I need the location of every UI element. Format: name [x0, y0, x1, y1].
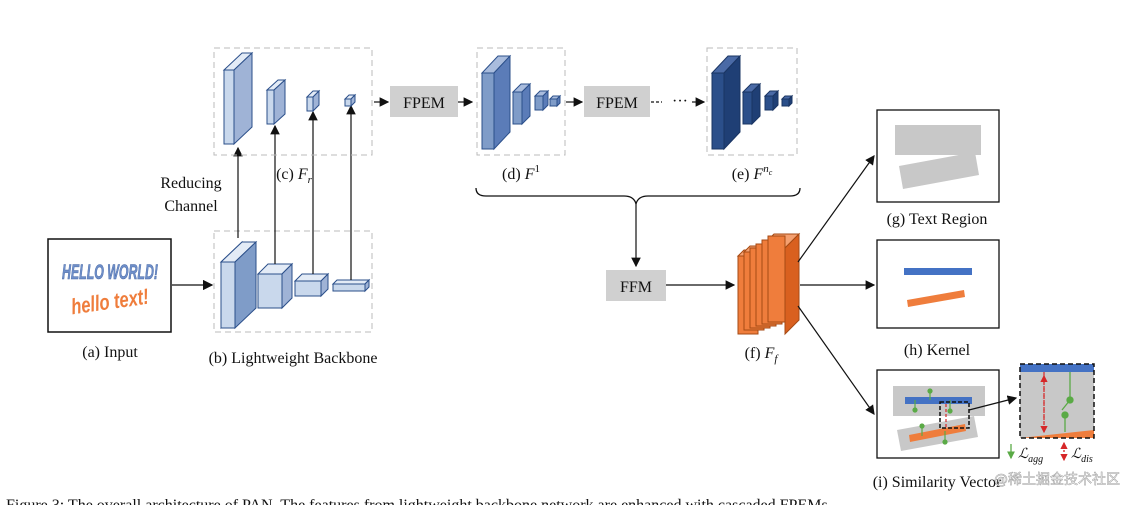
fpem-2-box: [584, 86, 650, 117]
ffm-box: [606, 270, 666, 301]
similarity-label: (i) Similarity Vector: [873, 474, 1002, 491]
brace: [475, 187, 801, 205]
similarity-output: [876, 369, 1000, 459]
fpem-2-label: FPEM: [596, 95, 638, 112]
f1-box: [476, 47, 566, 156]
ff-stack: [736, 232, 801, 336]
f1-label: (d) F1: [502, 163, 540, 183]
fnc-label: (e) Fnc: [732, 163, 773, 183]
l-agg-label: ℒagg: [1018, 447, 1043, 465]
kernel-output: [876, 239, 1000, 329]
reducing-label-2: Channel: [164, 198, 218, 215]
text-region-output: [876, 109, 1000, 203]
fr-box: [213, 47, 373, 156]
backbone-blocks: [219, 240, 371, 330]
zoom-inset: [1019, 363, 1095, 439]
kernel-label: (h) Kernel: [904, 342, 971, 359]
ellipsis: ···: [672, 93, 688, 110]
watermark: @稀土掘金技术社区: [994, 472, 1120, 488]
input-text-line1: HELLO WORLD!: [62, 261, 158, 284]
l-dis-label: ℒdis: [1071, 447, 1093, 465]
f1-blocks: [480, 54, 562, 151]
fnc-box: [706, 47, 798, 156]
reducing-label-1: Reducing: [160, 175, 221, 192]
zoom-arrow: [968, 395, 1018, 411]
ff-label: (f) Ff: [745, 345, 780, 365]
fnc-blocks: [710, 54, 794, 151]
ffm-label: FFM: [620, 279, 652, 296]
fpem-1-box: [390, 86, 458, 117]
fr-label: (c) Fr: [276, 166, 313, 186]
fpem-1-label: FPEM: [403, 95, 445, 112]
input-label: (a) Input: [82, 344, 138, 361]
reducing-arrows: [233, 104, 356, 280]
caption-fragment: Figure 3: The overall architecture of PA…: [6, 497, 840, 505]
loss-legend: ℒagg ℒdis: [1007, 441, 1093, 465]
fr-blocks: [222, 51, 357, 146]
input-image: HELLO WORLD! hello text!: [47, 238, 172, 333]
output-arrows: [797, 155, 876, 415]
backbone-label: (b) Lightweight Backbone: [209, 350, 378, 367]
text-region-label: (g) Text Region: [887, 211, 988, 228]
